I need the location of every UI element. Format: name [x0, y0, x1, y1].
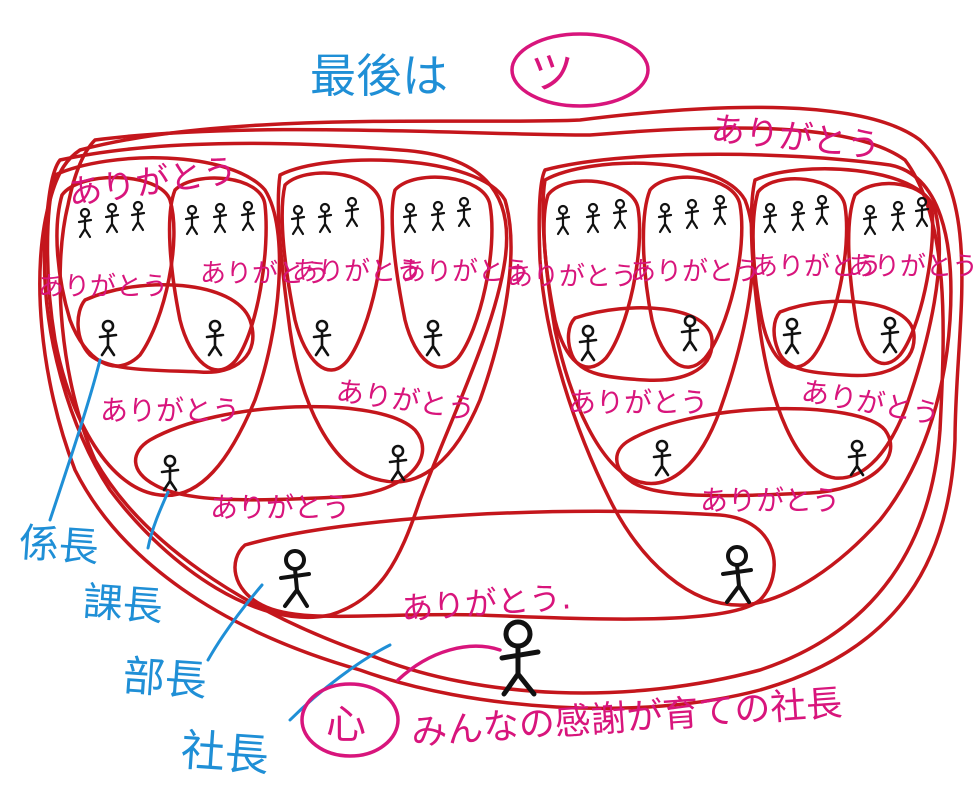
thanks-pair-4: ありがとう	[799, 374, 943, 431]
thanks-pair-1: ありがとう	[100, 394, 240, 427]
loop-division-left	[42, 141, 509, 620]
heart-label: 心	[326, 702, 366, 748]
role-president: 社長	[179, 725, 270, 782]
leader-manager	[146, 490, 170, 550]
loop-team-6	[641, 175, 744, 369]
stick-figure-member	[612, 198, 628, 230]
loop-section-2	[276, 158, 513, 484]
heart-smiley-circle	[510, 32, 650, 108]
stick-figure-member	[130, 200, 146, 232]
stick-figure-section-chief	[578, 324, 598, 362]
thanks-team-1: ありがとう	[38, 272, 168, 302]
thanks-final: ありがとう.	[400, 578, 572, 628]
thanks-team-2: ありがとう	[200, 259, 330, 289]
thanks-team-8: ありがとう	[848, 252, 978, 282]
caption-text: みんなの感謝が育ての社長	[410, 683, 844, 754]
stick-figure-member	[240, 200, 256, 232]
thanks-team-4: ありがとう	[400, 257, 530, 287]
heart-pointer-line	[396, 644, 502, 682]
role-labels: 係長 課長 部長 社長	[17, 358, 392, 782]
stick-figure-member	[430, 200, 446, 232]
stick-figure-manager	[160, 454, 180, 492]
stick-figure-member	[317, 202, 333, 234]
loop-pair-2	[566, 306, 714, 382]
role-section-chief: 係長	[17, 520, 100, 571]
stick-figure-member	[585, 202, 601, 234]
heart-circle	[300, 682, 400, 758]
loop-pair-5	[615, 406, 893, 498]
thanks-team-7: ありがとう	[752, 252, 882, 282]
stick-figure-manager	[388, 444, 408, 482]
stick-figure-member	[555, 204, 571, 236]
loop-pair-3	[772, 299, 916, 378]
thanks-team-5: ありがとう	[507, 262, 637, 292]
stick-figure-section-chief	[680, 314, 700, 352]
thanks-team-3: ありがとう	[292, 257, 422, 287]
title-text: 最後は	[310, 49, 448, 103]
loop-pair-1	[76, 282, 255, 375]
thanks-section-right: ありがとう	[700, 484, 840, 517]
loop-team-5	[542, 179, 642, 369]
stick-figure-president	[502, 622, 538, 694]
stick-figure-member	[657, 202, 673, 234]
thanks-top-left: ありがとう	[66, 151, 240, 214]
stick-figure-member	[290, 204, 306, 236]
bottom-caption: 心 みんなの感謝が育ての社長	[300, 644, 844, 758]
loop-division-right	[537, 152, 953, 607]
title-group: 最後は ツ	[310, 32, 650, 108]
stick-figure-member	[684, 198, 700, 230]
stick-figure-manager	[652, 439, 672, 477]
stick-figure-section-chief	[782, 317, 802, 355]
thanks-pair-2: ありがとう	[334, 374, 477, 426]
stick-figure-member	[712, 194, 728, 226]
stick-figure-member	[77, 207, 93, 239]
stick-figure-member	[402, 202, 418, 234]
thanks-team-6: ありがとう	[630, 257, 760, 287]
stick-figure-section-chief	[880, 316, 900, 354]
stick-figure-member	[790, 200, 806, 232]
stick-figure-member	[184, 204, 200, 236]
loop-team-1	[55, 175, 176, 368]
stick-figure-member	[814, 194, 830, 226]
thanks-pair-3: ありがとう	[568, 386, 708, 419]
loop-pair-4	[133, 404, 425, 502]
stick-figure-member	[762, 202, 778, 234]
thanks-labels: ありがとう ありがとう ありがとう ありがとう ありがとう ありがとう ありがと…	[38, 109, 978, 628]
loop-department	[233, 509, 776, 621]
leader-department-head	[206, 583, 264, 662]
loop-team-4	[390, 175, 494, 369]
stick-figure-section-chief	[423, 319, 443, 357]
stick-figure-member	[212, 202, 228, 234]
stick-figure-section-chief	[98, 319, 118, 357]
loop-section-1	[45, 156, 282, 498]
loop-team-2	[167, 176, 268, 372]
stick-figure-member	[890, 200, 906, 232]
role-department-head: 部長	[121, 651, 208, 706]
loop-team-7	[751, 177, 849, 369]
thanks-top-right: ありがとう	[709, 109, 882, 167]
stick-figure-section-chief	[312, 319, 332, 357]
stick-figure-department-head	[721, 545, 753, 604]
thanks-section-left: ありがとう	[210, 491, 350, 524]
loop-team-8	[846, 181, 935, 366]
stick-figure-section-chief	[205, 319, 225, 357]
leader-president	[288, 643, 392, 722]
stick-figure-member	[344, 196, 360, 228]
stick-figure-department-head	[279, 549, 311, 608]
stick-figure-member	[862, 204, 878, 236]
loop-team-3	[280, 171, 385, 372]
title-face: ツ	[530, 48, 574, 99]
stick-figure-member	[914, 196, 930, 228]
role-manager: 課長	[81, 579, 164, 630]
stick-figure-member	[456, 196, 472, 228]
leader-section-chief	[48, 358, 102, 522]
